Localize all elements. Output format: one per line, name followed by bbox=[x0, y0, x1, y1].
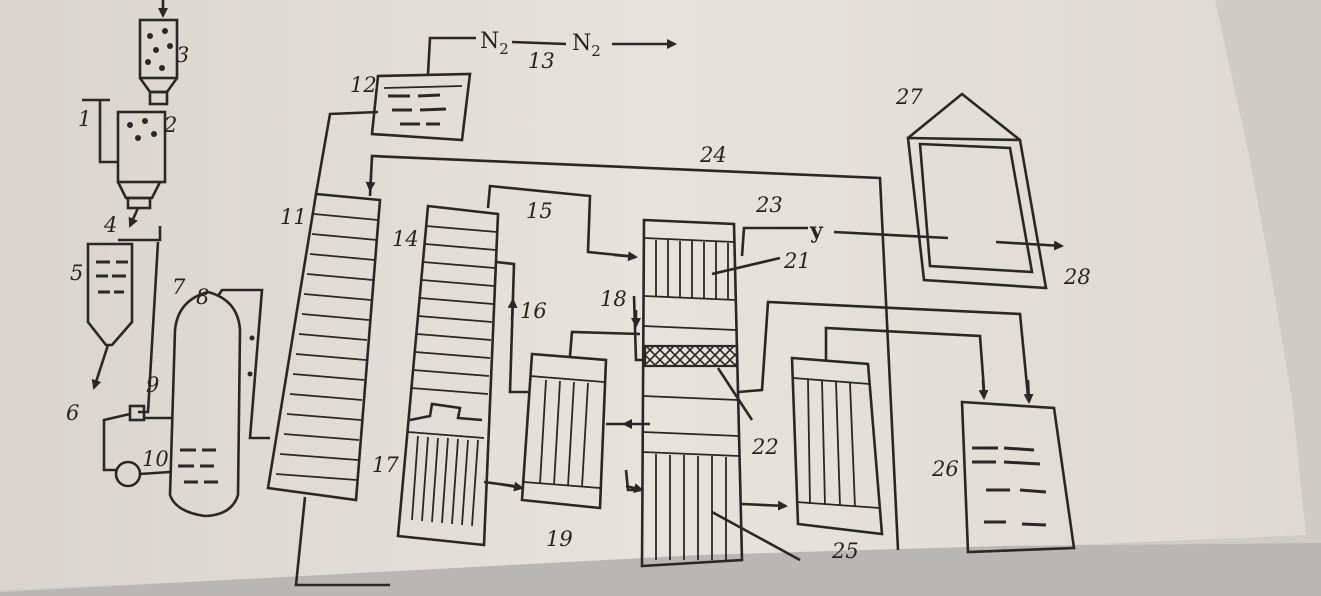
label-1: 1 bbox=[78, 107, 91, 131]
line-1 bbox=[82, 98, 118, 164]
line-18 bbox=[632, 295, 646, 362]
line-12-to-11 bbox=[314, 110, 379, 195]
label-7: 7 bbox=[172, 275, 186, 299]
label-10: 10 bbox=[142, 447, 169, 471]
loop-line bbox=[102, 412, 131, 472]
bottom-strip bbox=[0, 543, 1321, 596]
hopper-3 bbox=[138, 0, 179, 106]
label-16: 16 bbox=[520, 299, 547, 323]
label-19: 19 bbox=[546, 527, 573, 551]
column-11 bbox=[266, 192, 382, 502]
line-23 bbox=[740, 226, 808, 257]
line-8 bbox=[216, 288, 270, 440]
label-26: 26 bbox=[931, 457, 959, 481]
tank-26 bbox=[960, 400, 1076, 554]
label-21: 21 bbox=[783, 249, 811, 273]
label-23: 23 bbox=[755, 193, 783, 217]
label-8: 8 bbox=[196, 285, 209, 309]
vessel-5 bbox=[86, 242, 134, 390]
label-3: 3 bbox=[176, 43, 189, 67]
label-17: 17 bbox=[372, 453, 399, 477]
label-27: 27 bbox=[895, 85, 923, 109]
line-to-26 bbox=[737, 300, 1030, 397]
label-28: 28 bbox=[1063, 265, 1091, 289]
exchanger-19 bbox=[520, 352, 608, 510]
label-15: 15 bbox=[526, 199, 553, 223]
label-11: 11 bbox=[280, 205, 307, 229]
tank-10 bbox=[168, 290, 242, 518]
tank-12 bbox=[370, 72, 472, 142]
label-6: 6 bbox=[66, 401, 79, 425]
label-24: 24 bbox=[699, 143, 727, 167]
nitrogen-in-label: N2 bbox=[480, 29, 509, 58]
line-7 bbox=[138, 241, 160, 414]
valve-9 bbox=[128, 404, 146, 422]
label-13: 13 bbox=[528, 49, 555, 73]
label-22: 22 bbox=[751, 435, 779, 459]
exchanger-25 bbox=[790, 356, 884, 536]
label-4: 4 bbox=[103, 213, 117, 237]
label-12: 12 bbox=[350, 73, 377, 97]
dryer-2 bbox=[116, 110, 167, 228]
label-9: 9 bbox=[146, 373, 159, 397]
label-2: 2 bbox=[163, 113, 177, 137]
label-25: 25 bbox=[831, 539, 859, 563]
nitrogen-line bbox=[426, 36, 476, 75]
nitrogen-out-label: N2 bbox=[572, 31, 601, 60]
column-14 bbox=[396, 204, 500, 547]
stream-y-label: y bbox=[809, 218, 824, 244]
label-5: 5 bbox=[70, 261, 83, 285]
reboiler-17 bbox=[407, 402, 485, 527]
label-14: 14 bbox=[392, 227, 419, 251]
line-16 bbox=[495, 260, 528, 394]
line-4 bbox=[118, 226, 162, 242]
line-15 bbox=[486, 184, 629, 258]
column-11-outlet bbox=[294, 496, 390, 587]
label-18: 18 bbox=[600, 287, 627, 311]
storage-27 bbox=[906, 92, 1048, 290]
